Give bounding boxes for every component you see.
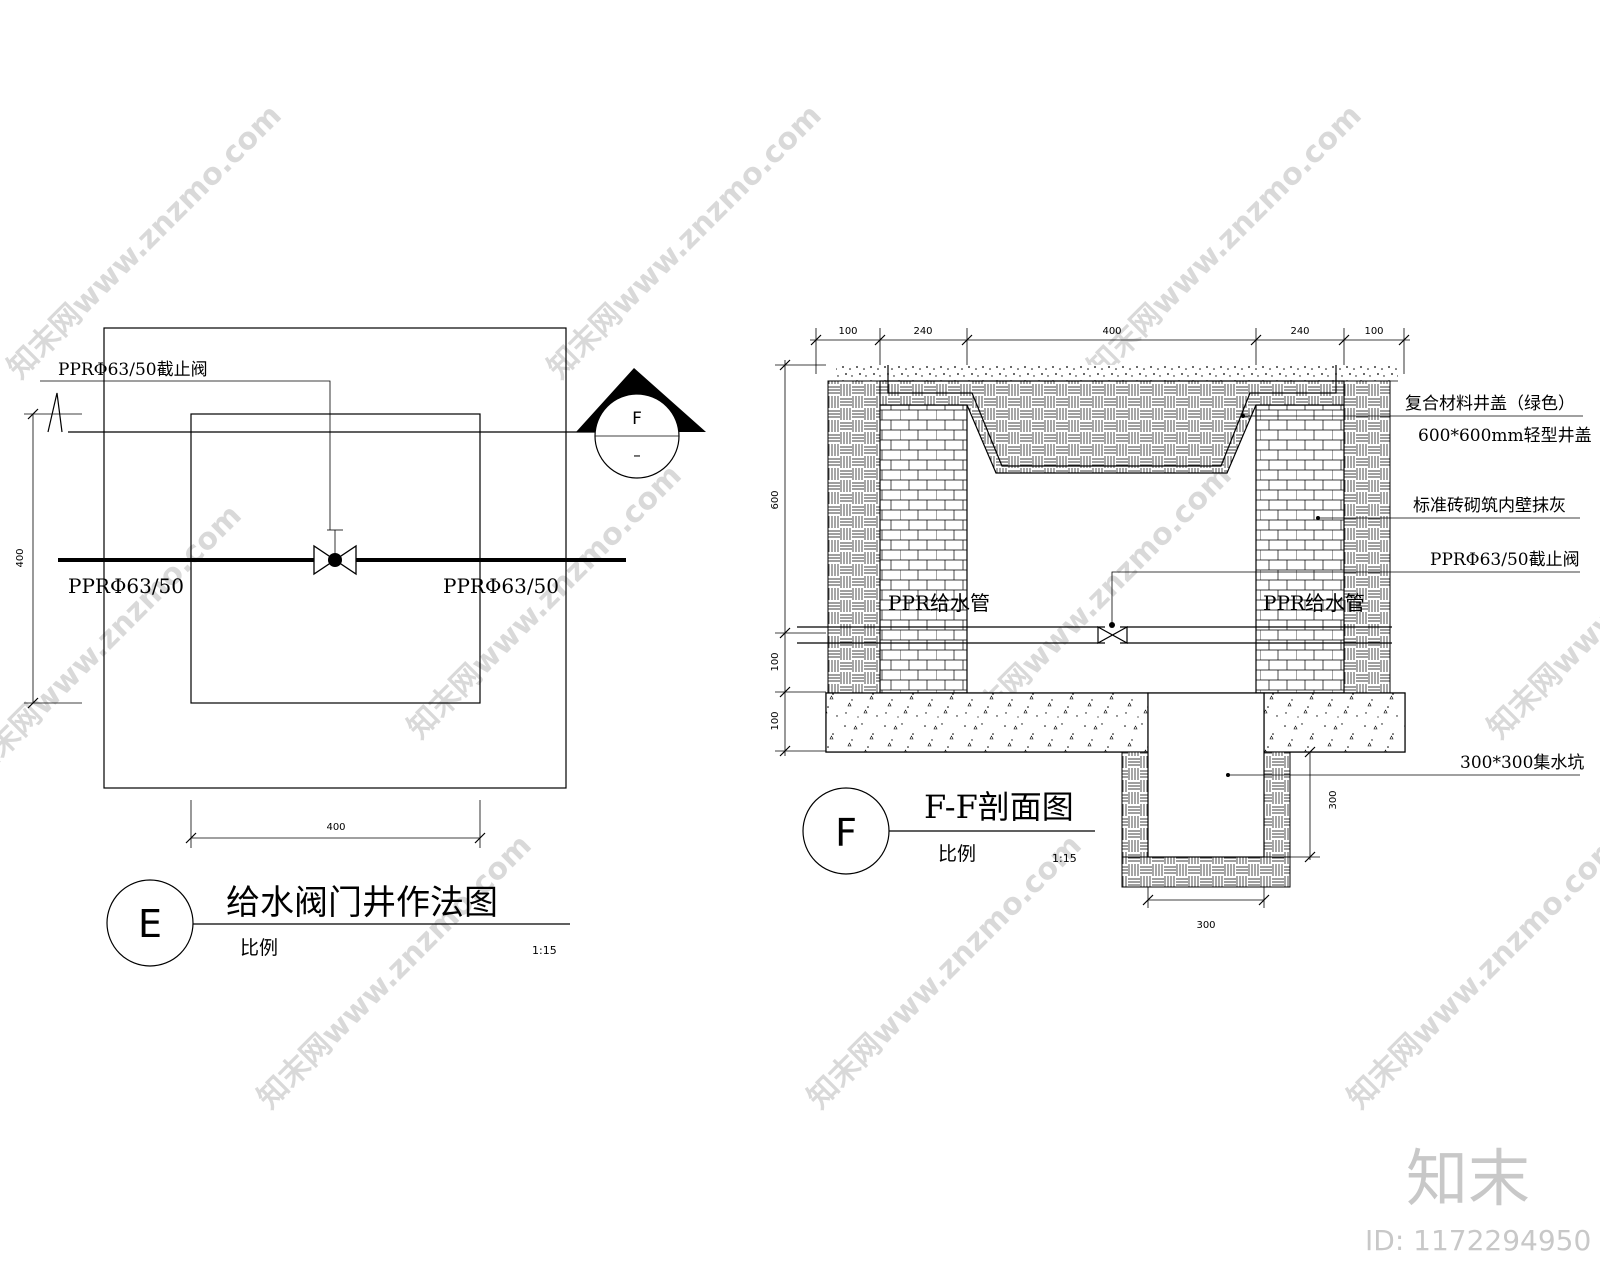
dim-left-value: 100 bbox=[770, 652, 781, 671]
callout-cover-material: 复合材料井盖（绿色） bbox=[1405, 394, 1575, 414]
title-circle-letter: E bbox=[138, 902, 162, 946]
soil-left bbox=[827, 380, 881, 694]
pipe-label-right: PPR给水管 bbox=[1263, 591, 1365, 615]
dim-ticks bbox=[779, 359, 791, 757]
drawing-title: F-F剖面图 bbox=[924, 788, 1074, 826]
dim-tick bbox=[474, 832, 486, 844]
dim-horizontal-value: 400 bbox=[326, 822, 345, 833]
section-cut-arrow bbox=[47, 392, 63, 433]
sump-soil-bottom bbox=[1121, 856, 1291, 888]
concrete-base-right bbox=[1263, 692, 1406, 753]
brick-wall-left bbox=[879, 404, 968, 694]
dim-left-value: 100 bbox=[770, 711, 781, 730]
callout-dot bbox=[1226, 773, 1230, 777]
gate-valve-icon bbox=[1097, 625, 1128, 645]
dim-left-value: 600 bbox=[770, 490, 781, 509]
image-id-text: ID: 1172294950 bbox=[1365, 1224, 1591, 1257]
dim-vertical-value: 400 bbox=[15, 548, 26, 567]
dim-pit-width-value: 300 bbox=[1196, 920, 1215, 931]
watermark-text: 知末网www.znzmo.com bbox=[1341, 828, 1600, 1116]
dim-tick bbox=[185, 832, 197, 844]
well-cover-frame bbox=[887, 365, 1337, 467]
title-circle bbox=[106, 879, 194, 967]
watermark-text: 知末网www.znzmo.com bbox=[1081, 98, 1369, 386]
pipe-label-right: PPRΦ63/50 bbox=[443, 574, 559, 598]
brand-logo-text: 知末 bbox=[1406, 1142, 1530, 1215]
callout-dot bbox=[1241, 414, 1245, 418]
callout-dot bbox=[1316, 516, 1320, 520]
watermark-text: 知末网www.znzmo.com bbox=[251, 828, 539, 1116]
watermark-text: 知末网www.znzmo.com bbox=[541, 98, 829, 386]
title-circle-letter: F bbox=[835, 811, 857, 855]
gravel-surface bbox=[836, 365, 1398, 381]
section-marker-sub: – bbox=[633, 446, 641, 464]
scale-label: 比例 bbox=[938, 843, 976, 865]
callout-cover-size: 600*600mm轻型井盖 bbox=[1418, 426, 1592, 446]
dim-tick bbox=[27, 408, 39, 420]
dim-ticks bbox=[810, 334, 1410, 346]
dim-ticks bbox=[1304, 746, 1316, 863]
watermark-text: 知末网www.znzmo.com bbox=[1, 98, 289, 386]
drawing-title: 给水阀门井作法图 bbox=[226, 883, 498, 923]
pipe-label-left: PPRΦ63/50 bbox=[68, 574, 184, 598]
dim-ticks bbox=[1142, 894, 1270, 906]
concrete-base-left bbox=[825, 692, 1149, 753]
brick-wall-right bbox=[1255, 404, 1345, 694]
dim-top-value: 100 bbox=[1364, 326, 1383, 337]
valve-label: PPRΦ63/50截止阀 bbox=[58, 360, 208, 380]
scale-value: 1:15 bbox=[532, 944, 557, 957]
dim-top-value: 240 bbox=[1290, 326, 1309, 337]
scale-value: 1:15 bbox=[1052, 852, 1077, 865]
callout-valve: PPRΦ63/50截止阀 bbox=[1430, 550, 1580, 570]
valve-stem-dot bbox=[328, 553, 342, 567]
dim-pit-depth-value: 300 bbox=[1328, 790, 1339, 809]
callout-wall: 标准砖砌筑内壁抹灰 bbox=[1413, 496, 1566, 516]
dim-tick bbox=[27, 697, 39, 709]
watermark-text: 知末网www.znzmo.com bbox=[0, 498, 249, 786]
section-view-f: 100 240 400 240 100 600 100 100 bbox=[770, 326, 1592, 931]
scale-label: 比例 bbox=[240, 937, 278, 959]
dim-top-value: 100 bbox=[838, 326, 857, 337]
plan-view-e: F – PPRΦ63/50截止阀 PPRΦ63/50 PPRΦ63/50 400… bbox=[15, 327, 706, 967]
section-marker-letter: F bbox=[632, 409, 642, 429]
dim-top-value: 240 bbox=[913, 326, 932, 337]
dim-top-value: 400 bbox=[1102, 326, 1121, 337]
pipe-label-left: PPR给水管 bbox=[888, 591, 990, 615]
callout-leader-valve bbox=[1111, 571, 1580, 590]
soil-right bbox=[1343, 380, 1391, 694]
valve-leader bbox=[40, 380, 331, 530]
callout-sump: 300*300集水坑 bbox=[1460, 753, 1584, 773]
